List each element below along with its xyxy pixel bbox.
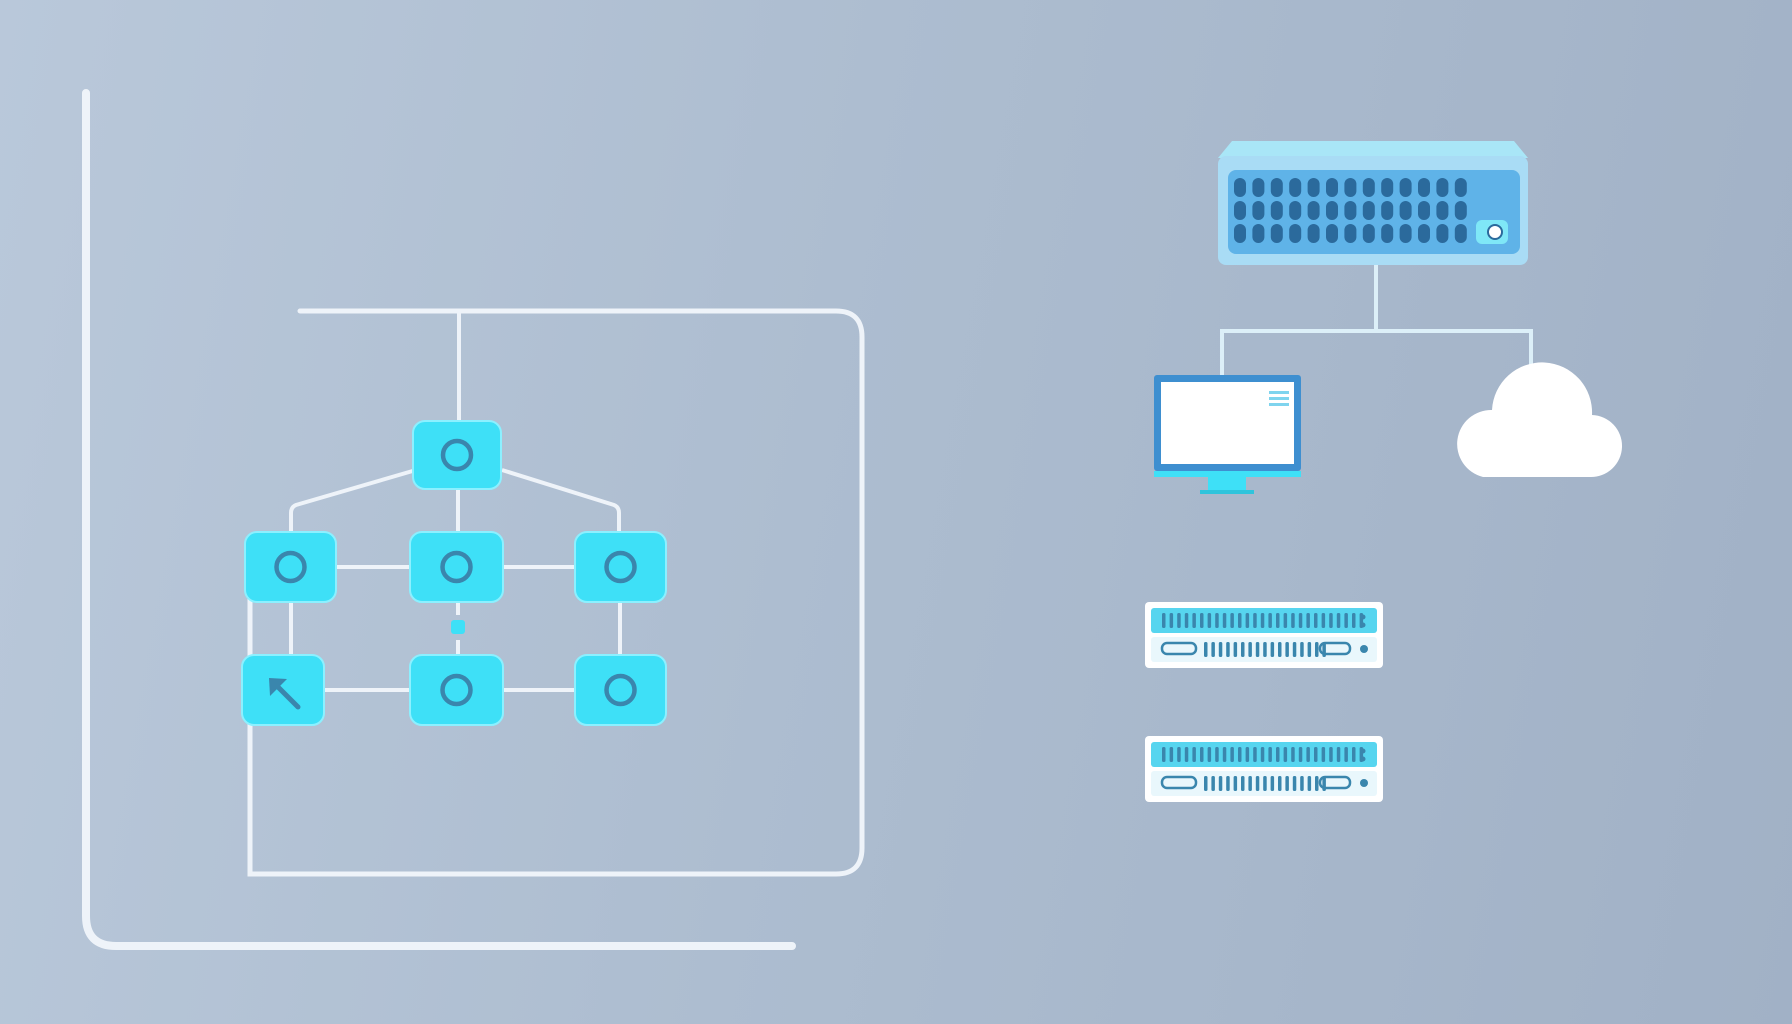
node-top[interactable] xyxy=(412,420,502,490)
switch-port xyxy=(1381,178,1394,197)
switch-port xyxy=(1326,201,1338,220)
switch-port xyxy=(1289,178,1302,197)
switch-ports xyxy=(1234,178,1467,243)
switch-port xyxy=(1270,178,1283,197)
circle-icon xyxy=(274,550,307,584)
switch-port xyxy=(1289,201,1302,220)
switch-port xyxy=(1234,224,1246,243)
switch-port xyxy=(1436,201,1449,220)
switch-port xyxy=(1418,224,1430,243)
circle-icon xyxy=(604,550,637,584)
rack-server-icon xyxy=(1145,602,1383,668)
switch-port xyxy=(1234,178,1246,197)
switch-port xyxy=(1307,201,1320,220)
switch-port xyxy=(1399,201,1412,220)
rack-servers xyxy=(1145,602,1383,802)
cursor-arrow-icon xyxy=(269,678,301,710)
switch-port xyxy=(1307,224,1320,243)
connector-dot xyxy=(451,620,465,634)
switch-port xyxy=(1252,178,1265,197)
switch-port xyxy=(1344,224,1357,243)
switch-port xyxy=(1252,224,1265,243)
switch-port xyxy=(1418,178,1430,197)
edge-top-right xyxy=(501,468,621,534)
node-bottom-center[interactable] xyxy=(409,654,504,726)
switch-port xyxy=(1270,201,1283,220)
node-mid-center[interactable] xyxy=(409,531,504,603)
switch-port xyxy=(1454,178,1467,197)
switch-port xyxy=(1362,178,1375,197)
monitor-icon xyxy=(1154,375,1301,494)
switch-port xyxy=(1344,178,1357,197)
switch-port xyxy=(1289,224,1302,243)
graph-edges xyxy=(289,311,622,692)
switch-port xyxy=(1234,201,1246,220)
rack-server-icon xyxy=(1145,736,1383,802)
switch-port xyxy=(1252,201,1265,220)
switch-port xyxy=(1344,201,1357,220)
switch-port xyxy=(1362,224,1375,243)
node-bottom-right[interactable] xyxy=(574,654,667,726)
switch-port xyxy=(1270,224,1283,243)
switch-port xyxy=(1454,224,1467,243)
circle-icon xyxy=(604,673,637,707)
switch-port xyxy=(1326,178,1338,197)
edge-top-left xyxy=(289,468,417,534)
node-bottom-left[interactable] xyxy=(241,654,325,726)
circle-icon xyxy=(440,550,473,584)
switch-port xyxy=(1399,224,1412,243)
switch-port xyxy=(1436,224,1449,243)
switch-port xyxy=(1362,201,1375,220)
graph-nodes xyxy=(241,420,667,726)
switch-port xyxy=(1381,224,1394,243)
switch-connectors xyxy=(1220,265,1533,378)
inner-frame-line xyxy=(247,308,865,877)
cloud-icon xyxy=(1457,362,1623,478)
circle-icon xyxy=(440,438,474,472)
network-switch-icon xyxy=(1218,141,1528,265)
switch-power-led xyxy=(1487,224,1503,240)
switch-port xyxy=(1454,201,1467,220)
switch-port xyxy=(1326,224,1338,243)
switch-port xyxy=(1418,201,1430,220)
switch-port xyxy=(1399,178,1412,197)
switch-port xyxy=(1307,178,1320,197)
switch-port xyxy=(1436,178,1449,197)
outer-frame-line xyxy=(82,89,796,950)
node-mid-left[interactable] xyxy=(244,531,337,603)
switch-port xyxy=(1381,201,1394,220)
circle-icon xyxy=(440,673,473,707)
node-mid-right[interactable] xyxy=(574,531,667,603)
